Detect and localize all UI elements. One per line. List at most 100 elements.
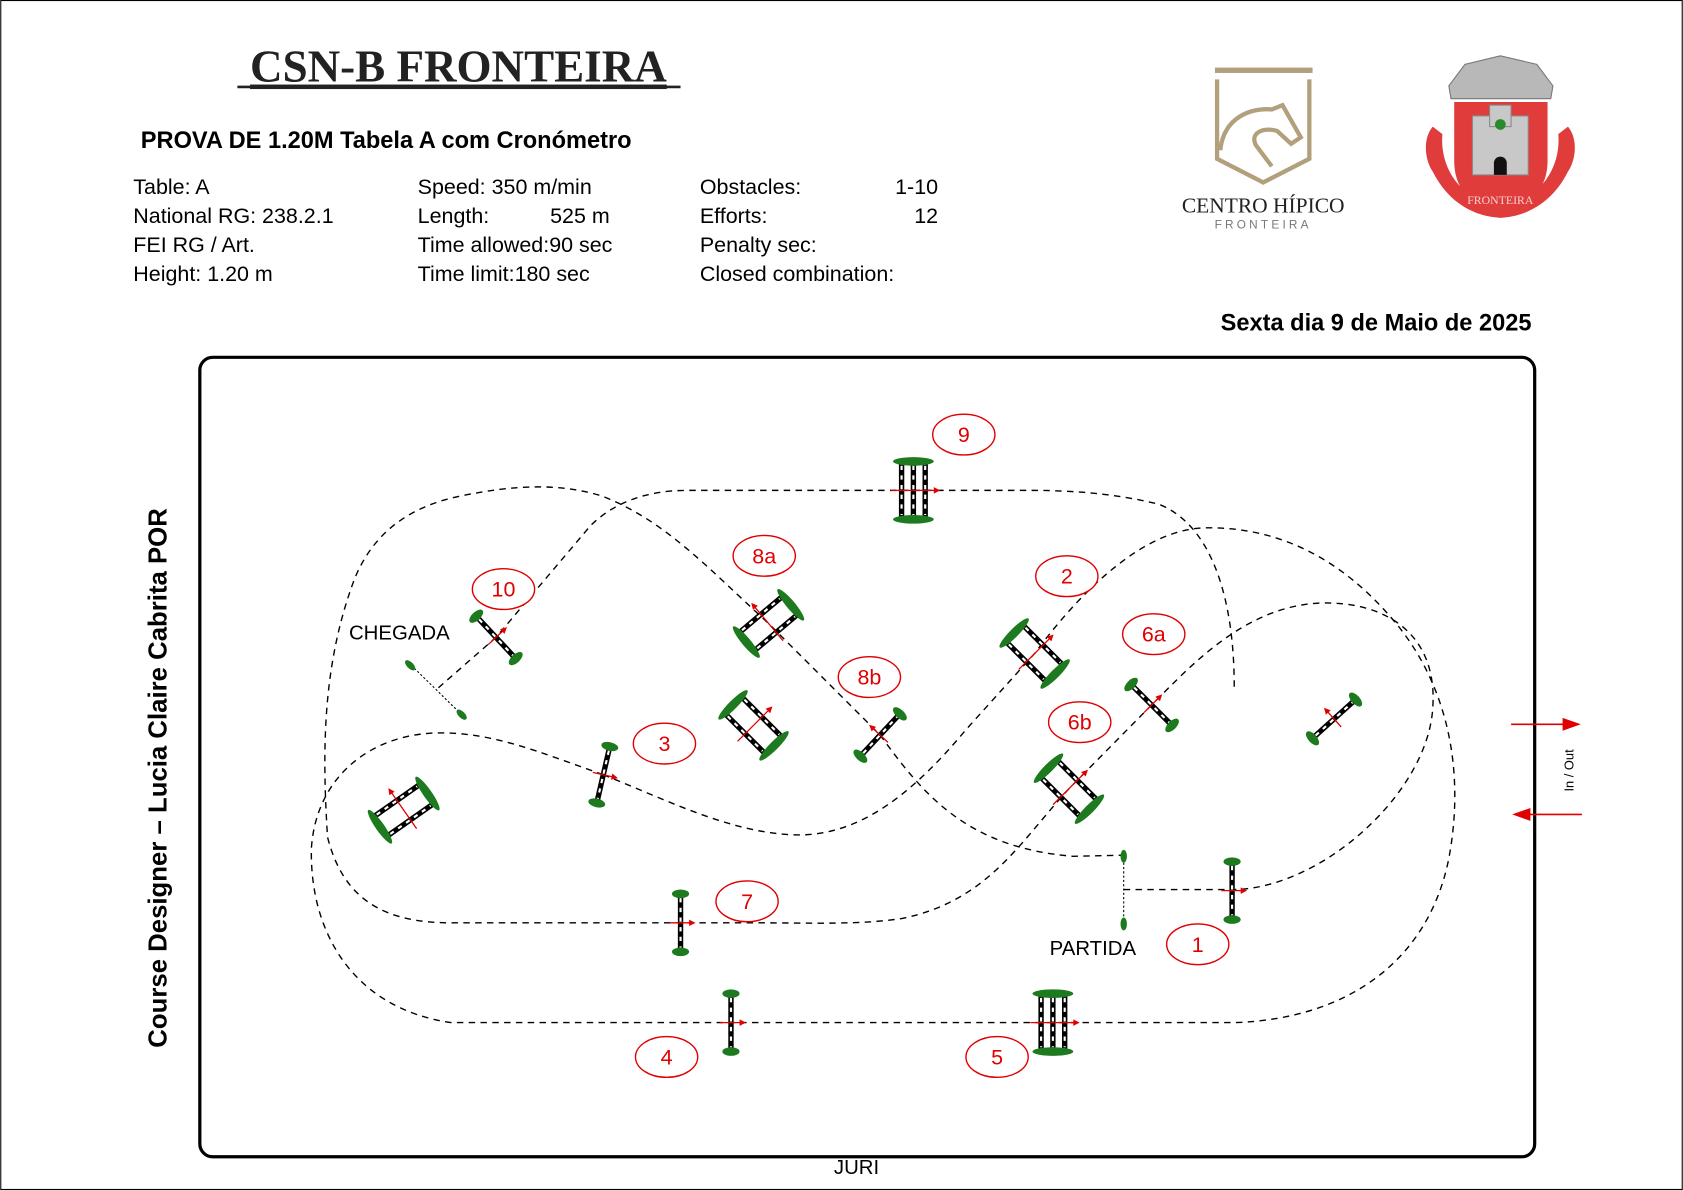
fence-8a[interactable] [726, 582, 809, 663]
fence-wing [1032, 989, 1074, 998]
obstacle-label-7: 7 [715, 880, 779, 923]
fence-unnumbered[interactable] [1299, 686, 1366, 750]
label-number: 9 [958, 423, 970, 447]
fence-wing [1074, 794, 1105, 824]
event-date: Sexta dia 9 de Maio de 2025 [1221, 310, 1532, 336]
direction-arrow-icon [1052, 770, 1087, 806]
fence-wing [1033, 753, 1064, 783]
fence-9[interactable] [890, 457, 941, 524]
page-title: CSN-B FRONTEIRA [250, 42, 667, 92]
fence-2[interactable] [995, 611, 1077, 693]
fence-10[interactable] [465, 603, 529, 669]
label-ellipse [732, 534, 797, 577]
fence-pole-stripe [741, 597, 781, 632]
label-ellipse [1121, 613, 1186, 656]
centro-hipico-logo: CENTRO HÍPICO FRONTEIRA [1182, 67, 1345, 232]
fence-pole-stripe [478, 618, 514, 657]
label-number: 3 [658, 732, 670, 756]
fence-wing [671, 947, 690, 957]
obstacle-label-2: 2 [1035, 555, 1099, 598]
fence-3[interactable] [585, 740, 625, 811]
fence-wing [999, 618, 1029, 648]
coat-of-arms-ribbon: FRONTEIRA [1467, 193, 1534, 207]
fence-pole-stripe [1314, 701, 1354, 737]
obstacle-label-4: 4 [634, 1035, 699, 1079]
fence-pole-stripe [726, 715, 764, 752]
fence-4[interactable] [720, 989, 746, 1056]
info-length-value: 525 m [550, 204, 610, 228]
obstacle-label-5: 5 [965, 1035, 1029, 1079]
fence-wing [892, 707, 907, 721]
direction-arrow-icon [752, 604, 784, 642]
finish-label: CHEGADA [349, 623, 450, 645]
fence-pole-stripe [596, 750, 610, 800]
fence-pole-stripe [1059, 762, 1096, 799]
fence-pole-stripe [862, 716, 898, 754]
juri-label: JURI [834, 1157, 879, 1179]
fence-unnumbered[interactable] [361, 769, 444, 848]
info-fei-rg: FEI RG / Art. [133, 233, 255, 257]
fence-wing [1223, 915, 1241, 924]
obstacle-label-6b: 6b [1047, 701, 1112, 744]
fence-8b[interactable] [846, 700, 910, 766]
fence-7[interactable] [669, 889, 696, 957]
fence-wing [601, 741, 619, 752]
fence-pole-stripe [1008, 643, 1045, 681]
out-arrowhead-icon [1512, 807, 1531, 821]
label-ellipse [715, 880, 779, 923]
direction-arrowhead-icon [500, 627, 507, 634]
info-obstacles-label: Obstacles: [700, 175, 801, 199]
label-ellipse [837, 656, 902, 699]
fence-unnumbered[interactable] [714, 683, 796, 765]
fence-pole-stripe [389, 804, 432, 835]
fence-wing [415, 776, 440, 811]
obstacle-label-1: 1 [1165, 923, 1230, 966]
fence-pole-stripe [376, 785, 418, 816]
info-penalty-sec: Penalty sec: [700, 233, 817, 257]
fence-pole-stripe [743, 698, 781, 736]
label-number: 8a [752, 544, 776, 568]
label-number: 8b [857, 666, 881, 690]
in-out-gate[interactable]: In / Out [1511, 717, 1582, 821]
fence-wing [893, 515, 934, 524]
direction-arrowhead-icon [388, 788, 395, 796]
fence-pole-stripe [1042, 778, 1079, 816]
fence-wing [1032, 1047, 1074, 1056]
fence-wing [777, 588, 805, 621]
info-obstacles-value: 1-10 [895, 175, 938, 199]
direction-arrowhead-icon [1046, 634, 1054, 642]
centro-hipico-name: CENTRO HÍPICO [1182, 193, 1345, 217]
direction-arrow-icon [1018, 635, 1053, 670]
label-ellipse [471, 568, 536, 611]
direction-arrowhead-icon [869, 724, 877, 732]
track-segment [435, 489, 1235, 691]
track-segment [324, 486, 1434, 924]
info-time-allowed: Time allowed:90 sec [418, 233, 613, 257]
fence-1[interactable] [1221, 857, 1248, 924]
fence-wing [367, 809, 393, 844]
fence-5[interactable] [1030, 989, 1080, 1056]
fence-wing [853, 749, 868, 763]
fence-pole-stripe [1133, 686, 1170, 724]
obstacle-label-3: 3 [632, 722, 697, 765]
start-line [1120, 849, 1127, 931]
info-height: Height: 1.20 m [133, 262, 273, 286]
fence-6b[interactable] [1030, 746, 1112, 828]
info-national-rg: National RG: 238.2.1 [133, 204, 333, 228]
finish-line [405, 660, 467, 720]
in-arrowhead-icon [1562, 717, 1581, 731]
fence-wing [718, 690, 748, 720]
direction-arrowhead-icon [933, 487, 941, 494]
fence-wing [759, 731, 789, 761]
centro-hipico-sub: FRONTEIRA [1215, 218, 1312, 232]
label-number: 10 [492, 578, 516, 602]
label-number: 4 [661, 1045, 673, 1069]
label-number: 6b [1068, 711, 1092, 735]
in-out-label: In / Out [1561, 749, 1576, 792]
arena-boundary [198, 355, 1537, 1159]
obstacle-label-8b: 8b [837, 656, 902, 699]
fence-wing [1223, 857, 1241, 866]
